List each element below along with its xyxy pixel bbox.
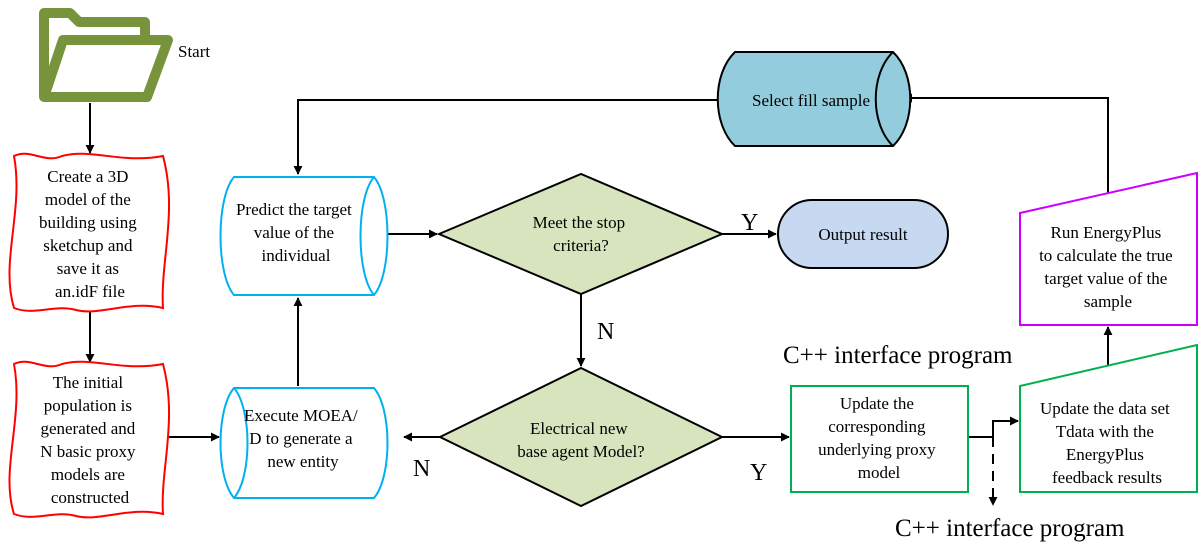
node-stop-decision: Meet the stop criteria? (436, 172, 725, 296)
select-fill-inner-curve (874, 51, 894, 147)
create-model-text: Create a 3D model of the building using … (39, 167, 141, 301)
annotation-cpp-top: C++ interface program (783, 342, 1013, 369)
update-dataset-text: Update the data set Tdata with the Energ… (1040, 399, 1174, 487)
output-shape (777, 199, 949, 269)
stop-decision-shape (436, 172, 725, 296)
label-stop-no: N (597, 319, 614, 345)
node-create-model: Create a 3D model of the building using … (8, 152, 171, 313)
edge-run-to-select (903, 93, 1109, 193)
node-initial-population: The initial population is generated and … (8, 360, 171, 519)
predict-inner-curve (359, 176, 375, 296)
execute-inner-curve (233, 387, 249, 499)
update-dataset-shape (1019, 343, 1198, 493)
initial-population-shape (8, 360, 171, 519)
folder-icon (39, 8, 173, 102)
node-update-proxy: Update the corresponding underlying prox… (790, 385, 969, 493)
annotation-cpp-bottom: C++ interface program (895, 515, 1125, 542)
node-output: Output result (777, 199, 949, 269)
node-select-fill: Select fill sample (716, 51, 912, 147)
label-electrical-no: N (413, 456, 430, 482)
predict-text: Predict the target value of the individu… (236, 200, 356, 265)
edge-update-proxy-to-dataset (969, 416, 1019, 438)
connectors (85, 93, 1113, 506)
execute-shape (219, 387, 389, 499)
node-predict: Predict the target value of the individu… (219, 176, 389, 296)
run-energyplus-text: Run EnergyPlus to calculate the true tar… (1039, 223, 1177, 311)
node-start: Start (39, 8, 210, 102)
electrical-decision-shape (437, 366, 725, 508)
node-execute: Execute MOEA/ D to generate a new entity (219, 387, 389, 499)
start-label: Start (178, 42, 210, 61)
electrical-decision-text: Electrical new base agent Model? (517, 419, 644, 461)
edge-select-to-predict (293, 99, 732, 175)
label-electrical-yes: Y (750, 460, 767, 486)
create-model-shape (8, 152, 171, 313)
stop-decision-text: Meet the stop criteria? (533, 213, 630, 255)
node-run-energyplus: Run EnergyPlus to calculate the true tar… (1019, 171, 1198, 326)
label-stop-yes: Y (741, 210, 758, 236)
run-energyplus-shape (1019, 171, 1198, 326)
update-proxy-text: Update the corresponding underlying prox… (818, 394, 940, 482)
select-fill-text: Select fill sample (752, 91, 870, 110)
output-text: Output result (818, 225, 908, 244)
update-proxy-shape (790, 385, 969, 493)
execute-text: Execute MOEA/ D to generate a new entity (244, 406, 362, 471)
node-electrical-decision: Electrical new base agent Model? (437, 366, 725, 508)
initial-population-text: The initial population is generated and … (40, 373, 140, 507)
node-update-dataset: Update the data set Tdata with the Energ… (1019, 343, 1198, 493)
